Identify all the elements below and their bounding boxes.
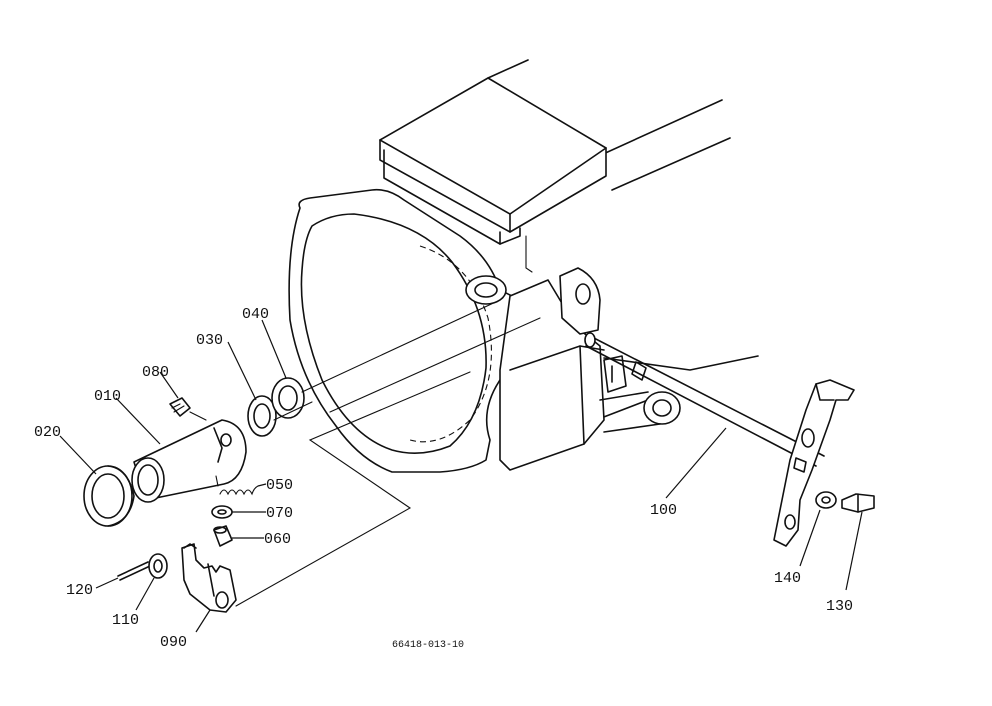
part-070-washer (211, 505, 233, 519)
part-020-bearing (83, 465, 135, 527)
shaft-100 (584, 332, 825, 467)
part-080-grease-nipple (169, 397, 207, 421)
label-140: 140 (774, 570, 801, 587)
label-030: 030 (196, 332, 223, 349)
part-050-spring (215, 475, 259, 496)
part-140-washer (815, 491, 837, 509)
part-060-bolt (213, 525, 233, 547)
lever-arm (773, 379, 855, 547)
label-040: 040 (242, 306, 269, 323)
label-050: 050 (266, 477, 293, 494)
assembly-centerline-a (301, 299, 501, 393)
engine-block (379, 59, 759, 421)
label-080: 080 (142, 364, 169, 381)
part-120-pin (117, 561, 151, 581)
assembly-centerline-c (329, 317, 541, 413)
label-110: 110 (112, 612, 139, 629)
part-110-washer (148, 553, 168, 579)
part-090-fork (181, 543, 237, 613)
leader-lines (59, 319, 863, 633)
drawing-code: 66418-013-10 (392, 640, 464, 651)
label-070: 070 (266, 505, 293, 522)
clutch-housing (288, 188, 681, 473)
label-020: 020 (34, 424, 61, 441)
assembly-guide-line (235, 371, 471, 607)
label-060: 060 (264, 531, 291, 548)
label-010: 010 (94, 388, 121, 405)
part-labels: 020 010 080 030 040 050 070 060 120 110 … (34, 306, 853, 651)
label-090: 090 (160, 634, 187, 651)
part-040-seal (271, 377, 305, 419)
part-010-hub (131, 419, 247, 503)
label-100: 100 (650, 502, 677, 519)
assembly-centerline-b (273, 401, 313, 421)
part-030-seal (247, 395, 277, 437)
label-130: 130 (826, 598, 853, 615)
part-130-bolt (841, 493, 875, 513)
label-120: 120 (66, 582, 93, 599)
